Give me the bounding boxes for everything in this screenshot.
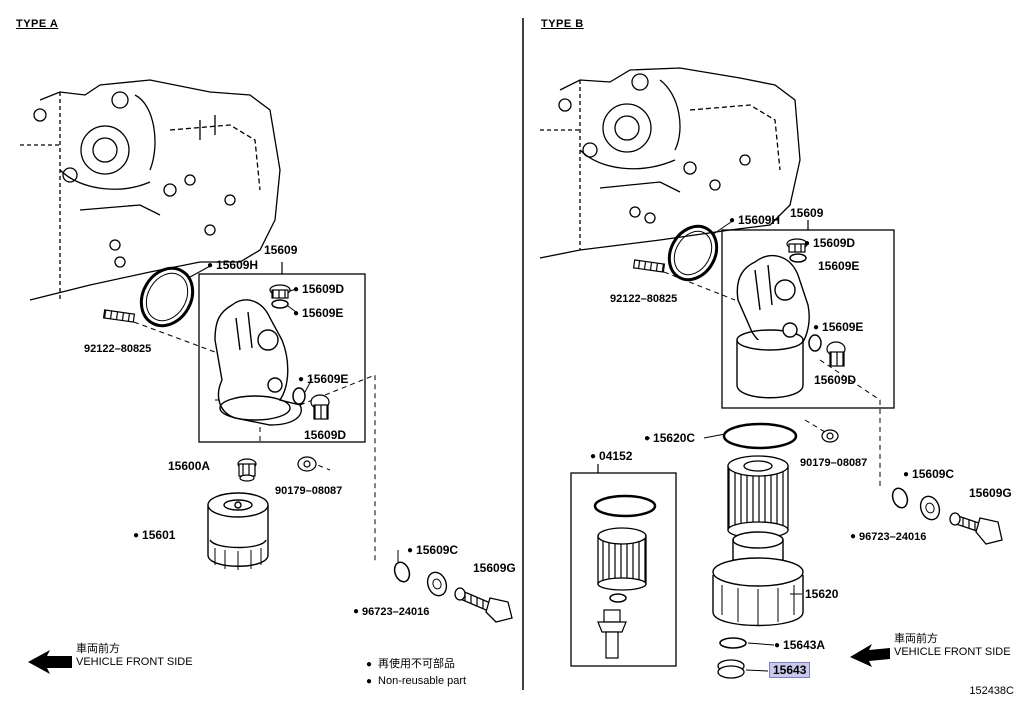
drain-plug-15643	[717, 659, 745, 679]
kit-element	[597, 527, 647, 591]
label-15601[interactable]: 15601	[133, 528, 175, 544]
label-15609g-a[interactable]: 15609G	[473, 561, 516, 575]
oring-15609e-mid-a	[292, 387, 306, 405]
kit-plug	[597, 609, 627, 659]
label-15609d-top-b[interactable]: 15609D	[804, 236, 855, 252]
label-15609h-b[interactable]: 15609H	[729, 213, 780, 229]
label-96723-a[interactable]: 96723–24016	[353, 605, 429, 620]
label-15609e-top-b[interactable]: 15609E	[818, 259, 860, 273]
union-bolt-15609g-a	[454, 587, 513, 623]
gasket-15609c-washer-b	[919, 495, 941, 521]
plug-15609d-bot-b	[826, 341, 846, 367]
label-15609e-top-a[interactable]: 15609E	[293, 306, 343, 322]
nut-90179-a	[297, 456, 317, 472]
label-15620[interactable]: 15620	[805, 587, 839, 601]
plug-15600a	[237, 458, 257, 482]
front-side-b: 車両前方 VEHICLE FRONT SIDE	[894, 633, 1011, 659]
front-side-a-jp: 車両前方	[76, 643, 120, 655]
kit-box-04152	[570, 472, 677, 667]
label-96723-b[interactable]: 96723–24016	[850, 530, 926, 545]
oil-filter-15601	[207, 492, 269, 570]
gasket-15609c-ring-b	[891, 487, 909, 509]
type-a-title: TYPE A	[16, 18, 59, 30]
front-side-b-en: VEHICLE FRONT SIDE	[894, 646, 1011, 658]
front-arrow-a	[28, 650, 72, 674]
label-15609d-bot-b[interactable]: 15609D	[814, 373, 857, 387]
gasket-15609c-ring-a	[393, 561, 411, 583]
oring-15643a	[719, 637, 747, 649]
oring-15609h-b	[667, 224, 719, 282]
filter-cap-15620	[712, 531, 804, 627]
label-15609e-mid-a[interactable]: 15609E	[298, 372, 348, 388]
label-15609-b[interactable]: 15609	[790, 206, 824, 220]
label-15609d-top-a[interactable]: 15609D	[293, 282, 344, 298]
kit-small-oring	[609, 593, 627, 603]
front-side-a-en: VEHICLE FRONT SIDE	[76, 656, 193, 668]
oring-15609h-a	[139, 266, 195, 328]
stud-92122-a	[102, 309, 136, 323]
oring-15609e-top-a	[271, 299, 289, 309]
oring-15609e-top-b	[789, 253, 807, 263]
label-04152[interactable]: 04152	[590, 449, 632, 465]
label-15609e-mid-b[interactable]: 15609E	[813, 320, 863, 336]
union-bolt-15609g-b	[949, 512, 1003, 545]
label-15609d-bot-a[interactable]: 15609D	[304, 428, 347, 442]
label-92122-a[interactable]: 92122–80825	[84, 343, 152, 355]
label-15600a[interactable]: 15600A	[168, 459, 211, 473]
front-arrow-b	[850, 644, 890, 667]
legend-en: Non-reusable part	[366, 673, 466, 690]
diagram-code: 152438C	[969, 685, 1014, 697]
filter-element	[727, 455, 789, 539]
gasket-15609c-washer-a	[426, 571, 448, 597]
label-92122-b[interactable]: 92122–80825	[610, 293, 678, 305]
filter-bracket-b	[736, 254, 810, 399]
filter-bracket-a	[214, 299, 302, 426]
label-15609c-a[interactable]: 15609C	[407, 543, 458, 559]
kit-oring	[593, 494, 657, 518]
label-15609g-b[interactable]: 15609G	[969, 486, 1012, 500]
plug-15609d-top-a	[269, 284, 291, 299]
plug-15609d-bot-a	[310, 394, 330, 420]
legend: 再使用不可部品 Non-reusable part	[366, 656, 466, 690]
front-side-a: 車両前方 VEHICLE FRONT SIDE	[76, 643, 193, 669]
front-side-b-jp: 車両前方	[894, 633, 938, 645]
label-15609-a[interactable]: 15609	[264, 243, 298, 257]
label-15643-highlighted[interactable]: 15643	[768, 662, 811, 678]
oring-15609e-mid-b	[808, 334, 822, 352]
label-15643a[interactable]: 15643A	[774, 638, 825, 654]
legend-jp: 再使用不可部品	[366, 656, 466, 673]
label-15609c-b[interactable]: 15609C	[903, 467, 954, 483]
stud-92122-b	[632, 259, 666, 273]
nut-90179-b	[821, 429, 839, 443]
engine-block-b	[539, 67, 801, 259]
label-90179-a[interactable]: 90179–08087	[275, 485, 343, 497]
label-90179-b[interactable]: 90179–08087	[800, 457, 868, 469]
oring-15620c	[722, 422, 798, 450]
type-b-title: TYPE B	[541, 18, 584, 30]
label-15620c[interactable]: 15620C	[644, 431, 695, 447]
label-15609h-a[interactable]: 15609H	[207, 258, 258, 274]
